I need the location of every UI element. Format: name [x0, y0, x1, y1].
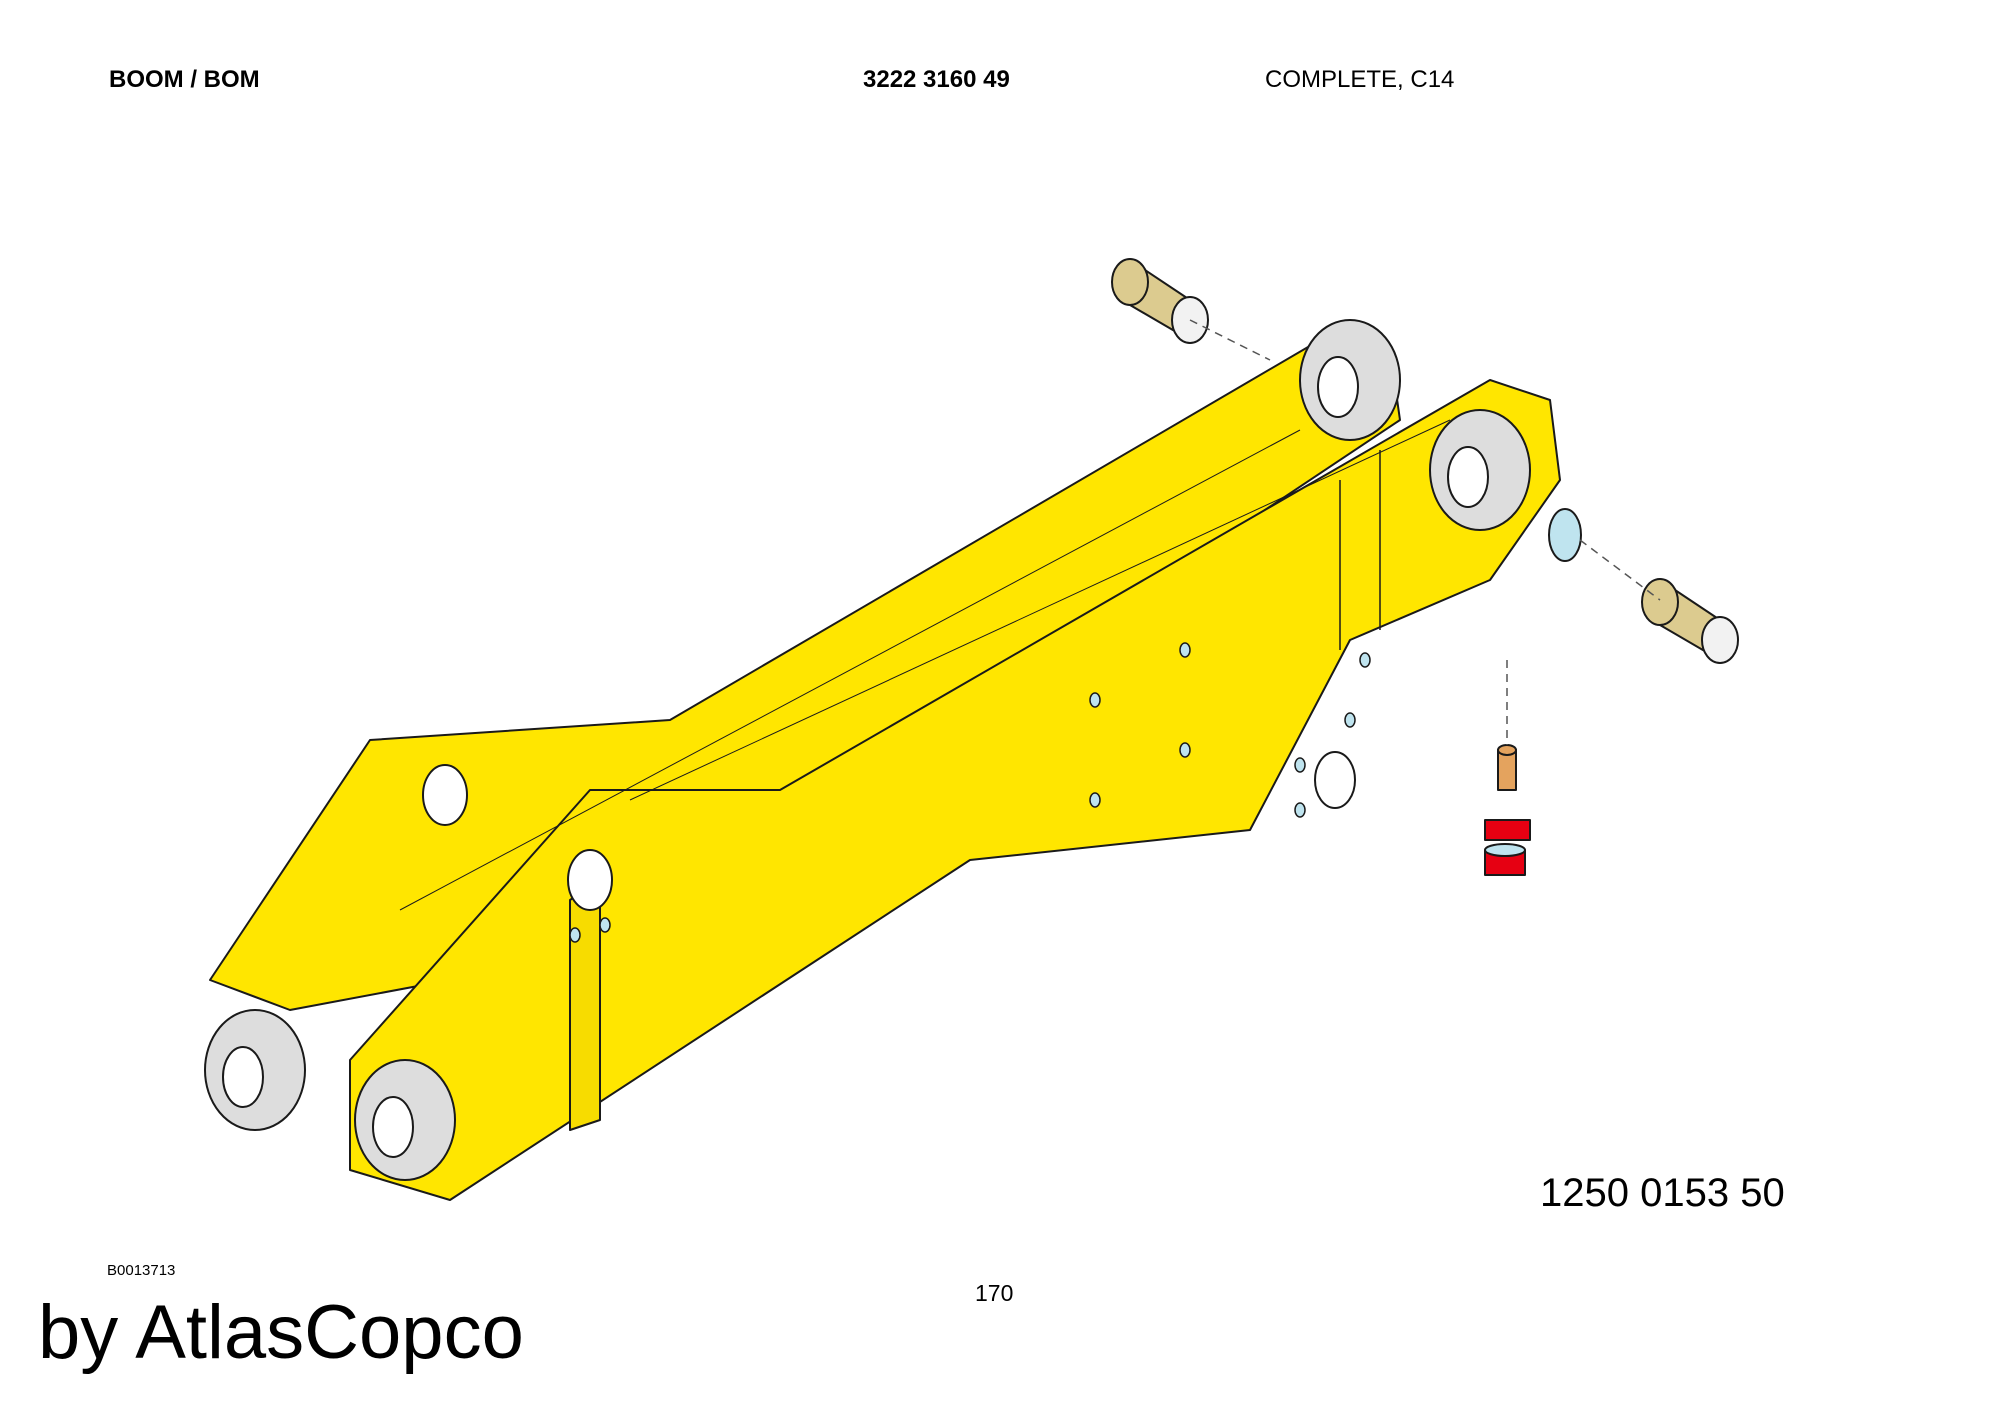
- protective-cap: [1484, 819, 1531, 876]
- boom-front-arm: [349, 379, 1561, 1201]
- document-title: BOOM / BOM: [109, 66, 260, 93]
- bolt-hole-group: [569, 642, 1371, 943]
- upper-eye-bushing: [1299, 319, 1401, 441]
- plate-hole: [1314, 751, 1356, 809]
- page-number: 170: [975, 1280, 1014, 1306]
- front-eye-bushing: [1429, 409, 1531, 531]
- plate-hole: [567, 849, 613, 911]
- assembly-description: COMPLETE, C14: [1265, 66, 1455, 93]
- assembly-part-number: 3222 3160 49: [863, 66, 1010, 93]
- watermark: by AtlasCopco: [38, 1290, 524, 1375]
- sleeve-bushing-upper: [1111, 258, 1209, 344]
- drawing-id: B0013713: [107, 1262, 176, 1279]
- boom-side-face: [569, 879, 601, 1131]
- boom-exploded-drawing: [204, 258, 1739, 1201]
- sleeve-bushing-lower: [1641, 578, 1739, 664]
- rear-lower-eye-bushing: [204, 1009, 306, 1131]
- grease-nipple: [1497, 744, 1517, 791]
- plate-hole: [422, 764, 468, 826]
- lube-port-hole: [1548, 508, 1582, 562]
- front-lower-eye-bushing: [354, 1059, 456, 1181]
- callout-part-number: 1250 0153 50: [1540, 1171, 1785, 1215]
